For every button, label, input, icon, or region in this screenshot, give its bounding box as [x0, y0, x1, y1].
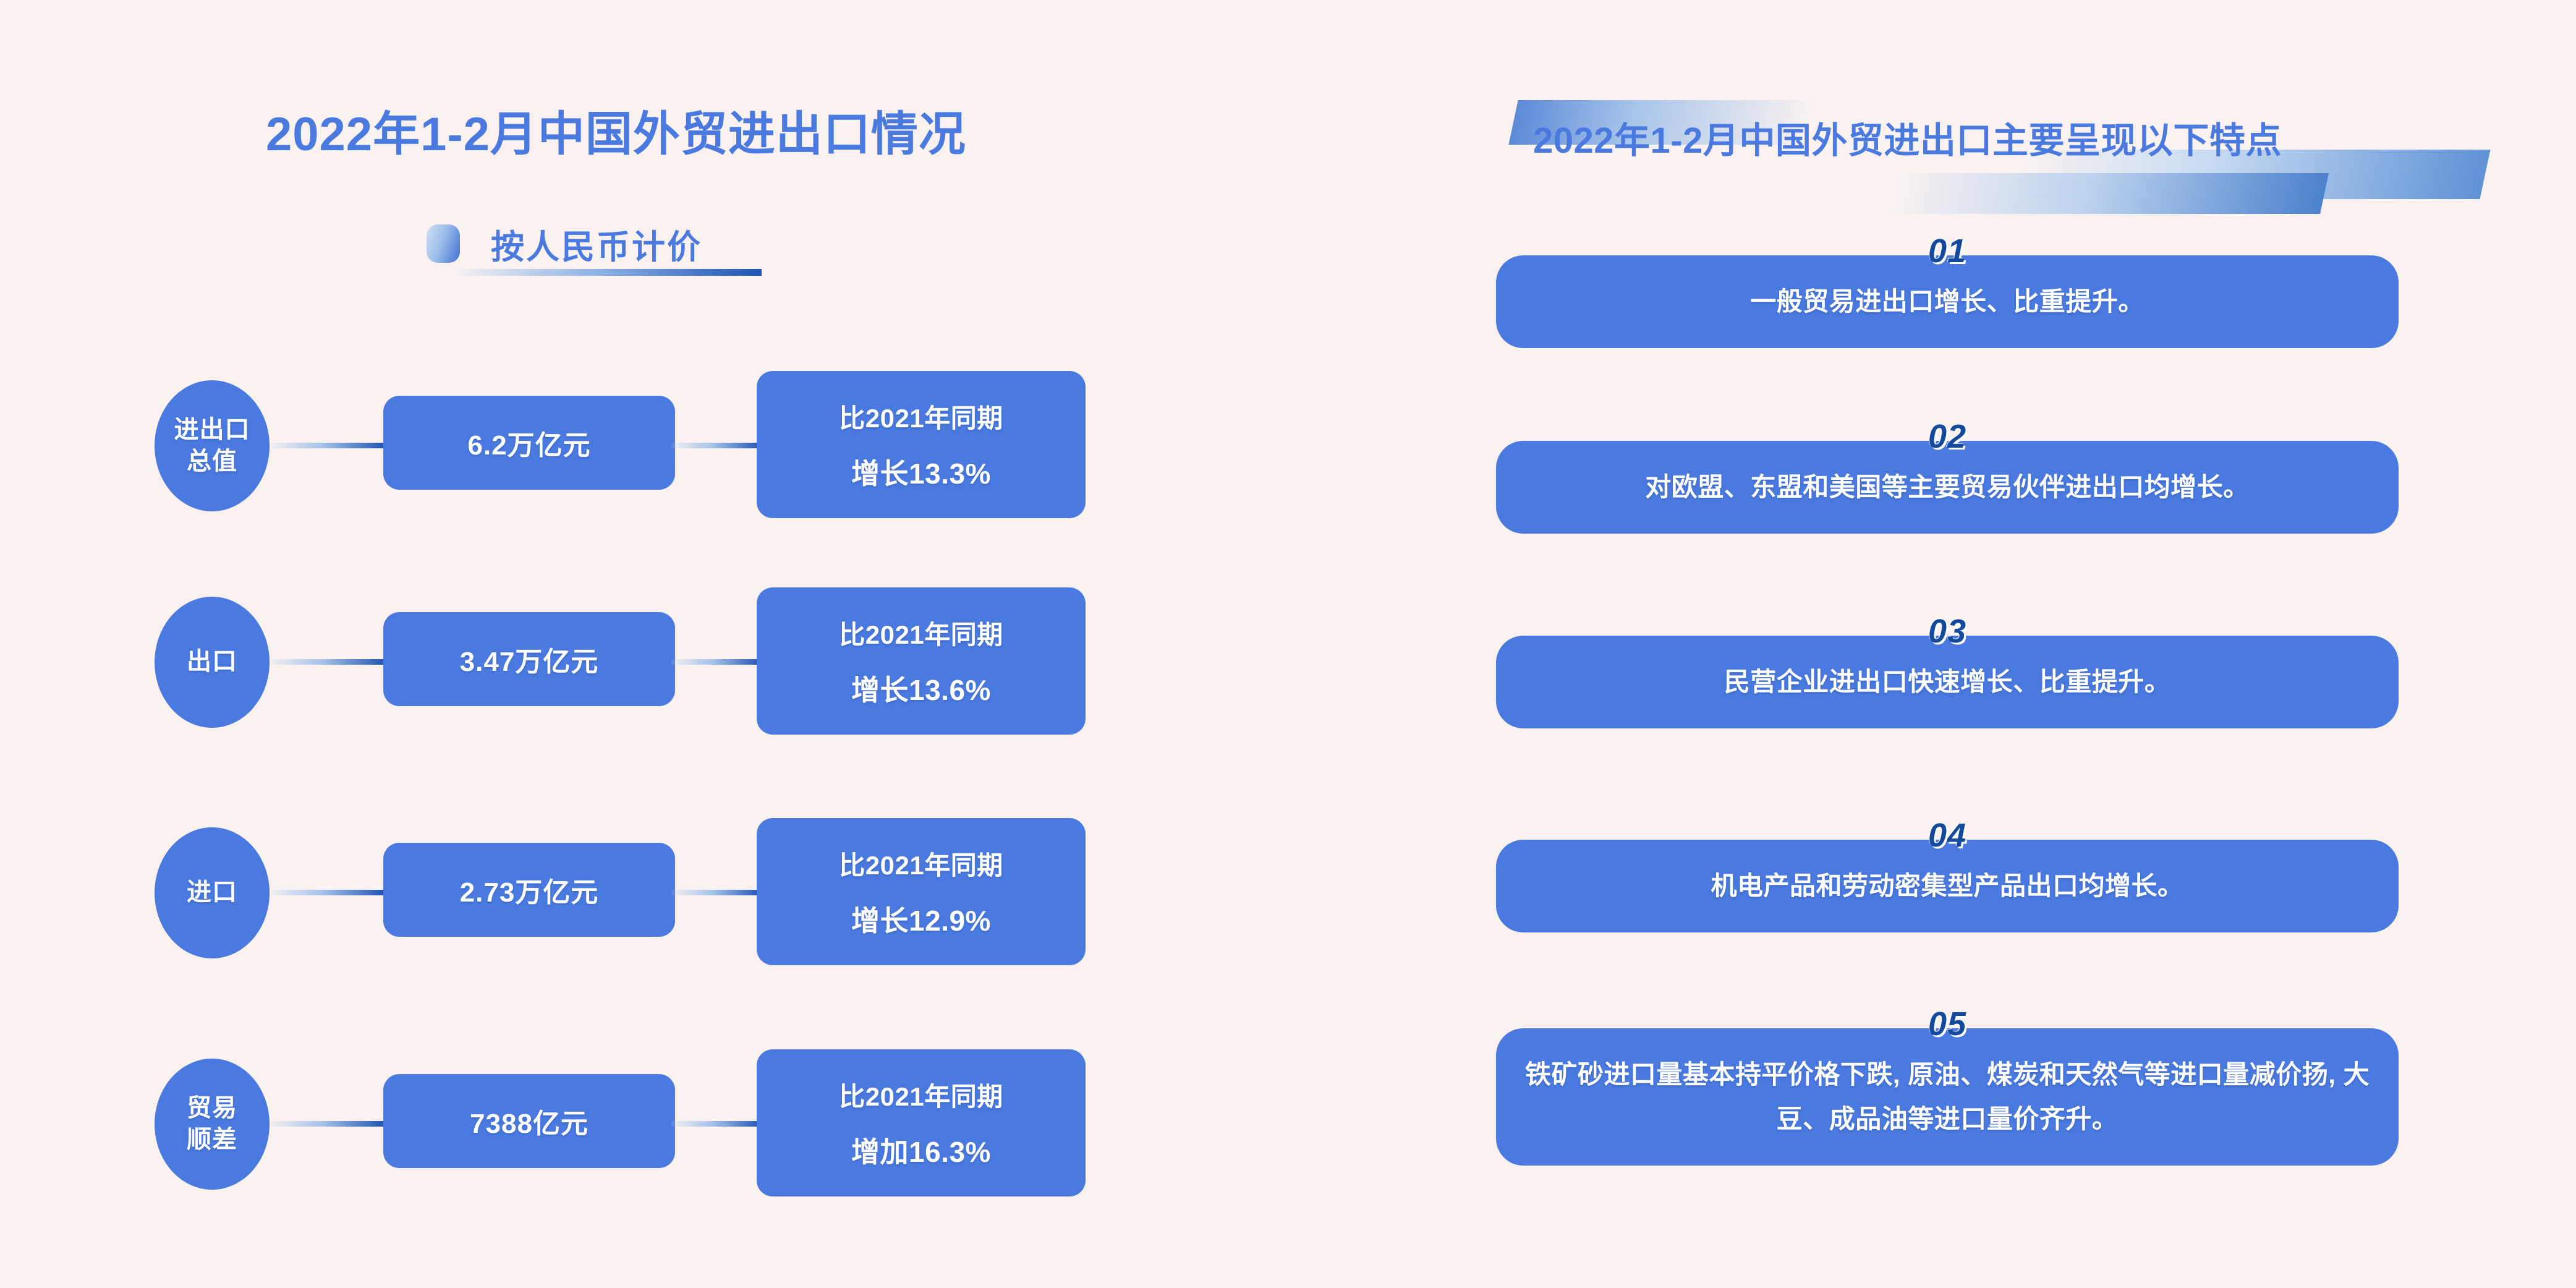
subtitle-underline [459, 269, 762, 276]
connector-line [671, 890, 763, 895]
compare-period-label: 比2021年同期 [839, 620, 1003, 649]
compare-growth-value: 增长12.9% [851, 904, 991, 937]
decorative-gradient-bar [1887, 173, 2329, 214]
metric-compare-card: 比2021年同期 增长12.9% [757, 818, 1086, 965]
metric-label-circle: 进出口 总值 [155, 380, 270, 511]
metric-value-pill: 3.47万亿元 [383, 612, 675, 706]
feature-card: 机电产品和劳动密集型产品出口均增长。 [1496, 840, 2399, 932]
metric-value-pill: 6.2万亿元 [383, 396, 675, 490]
metric-label-circle: 贸易 顺差 [155, 1059, 270, 1190]
metric-compare-card: 比2021年同期 增长13.6% [757, 587, 1086, 735]
metric-label-line: 出口 [187, 648, 237, 676]
feature-number: 01 [1928, 232, 1967, 270]
metric-label-circle: 进口 [155, 827, 270, 958]
feature-card: 民营企业进出口快速增长、比重提升。 [1496, 636, 2399, 728]
feature-number: 04 [1928, 817, 1967, 854]
metric-label-line: 总值 [187, 448, 237, 475]
compare-period-label: 比2021年同期 [839, 403, 1003, 433]
metric-label-line: 贸易 [187, 1094, 237, 1122]
compare-growth-value: 增加16.3% [851, 1135, 991, 1168]
metric-compare-card: 比2021年同期 增加16.3% [757, 1049, 1086, 1196]
page-title: 2022年1-2月中国外贸进出口情况 [266, 108, 966, 161]
feature-card: 对欧盟、东盟和美国等主要贸易伙伴进出口均增长。 [1496, 441, 2399, 534]
connector-line [671, 659, 763, 665]
metric-label-line: 进出口 [174, 416, 250, 443]
left-panel: 2022年1-2月中国外贸进出口情况 按人民币计价 进出口 总值 6.2万亿元 … [155, 108, 1086, 1196]
metric-label-line: 顺差 [187, 1126, 237, 1153]
connector-line [270, 659, 387, 665]
right-header-group: 2022年1-2月中国外贸进出口主要呈现以下特点 [1496, 87, 2497, 223]
subtitle-label: 按人民币计价 [491, 229, 702, 266]
connector-line [270, 443, 387, 448]
connector-line [270, 890, 387, 895]
compare-growth-value: 增长13.6% [851, 673, 991, 706]
connector-line [671, 443, 763, 448]
compare-growth-value: 增长13.3% [851, 457, 991, 490]
metric-label-line: 进口 [187, 879, 237, 906]
metric-value-pill: 2.73万亿元 [383, 843, 675, 937]
feature-number: 03 [1928, 613, 1967, 650]
feature-card: 一般贸易进出口增长、比重提升。 [1496, 255, 2399, 348]
right-panel-title: 2022年1-2月中国外贸进出口主要呈现以下特点 [1533, 121, 2282, 161]
metric-value-pill: 7388亿元 [383, 1074, 675, 1168]
feature-number: 05 [1928, 1005, 1967, 1043]
compare-period-label: 比2021年同期 [839, 850, 1003, 880]
feature-card: 铁矿砂进口量基本持平价格下跌, 原油、煤炭和天然气等进口量减价扬, 大豆、成品油… [1496, 1028, 2399, 1166]
right-panel: 2022年1-2月中国外贸进出口主要呈现以下特点 01 一般贸易进出口增长、比重… [1298, 0, 2576, 1288]
feature-number: 02 [1928, 418, 1967, 455]
connector-line [671, 1121, 763, 1127]
compare-period-label: 比2021年同期 [839, 1081, 1003, 1111]
connector-line [270, 1121, 387, 1127]
rounded-square-marker-icon [427, 224, 460, 263]
metric-compare-card: 比2021年同期 增长13.3% [757, 371, 1086, 518]
metric-label-circle: 出口 [155, 597, 270, 728]
